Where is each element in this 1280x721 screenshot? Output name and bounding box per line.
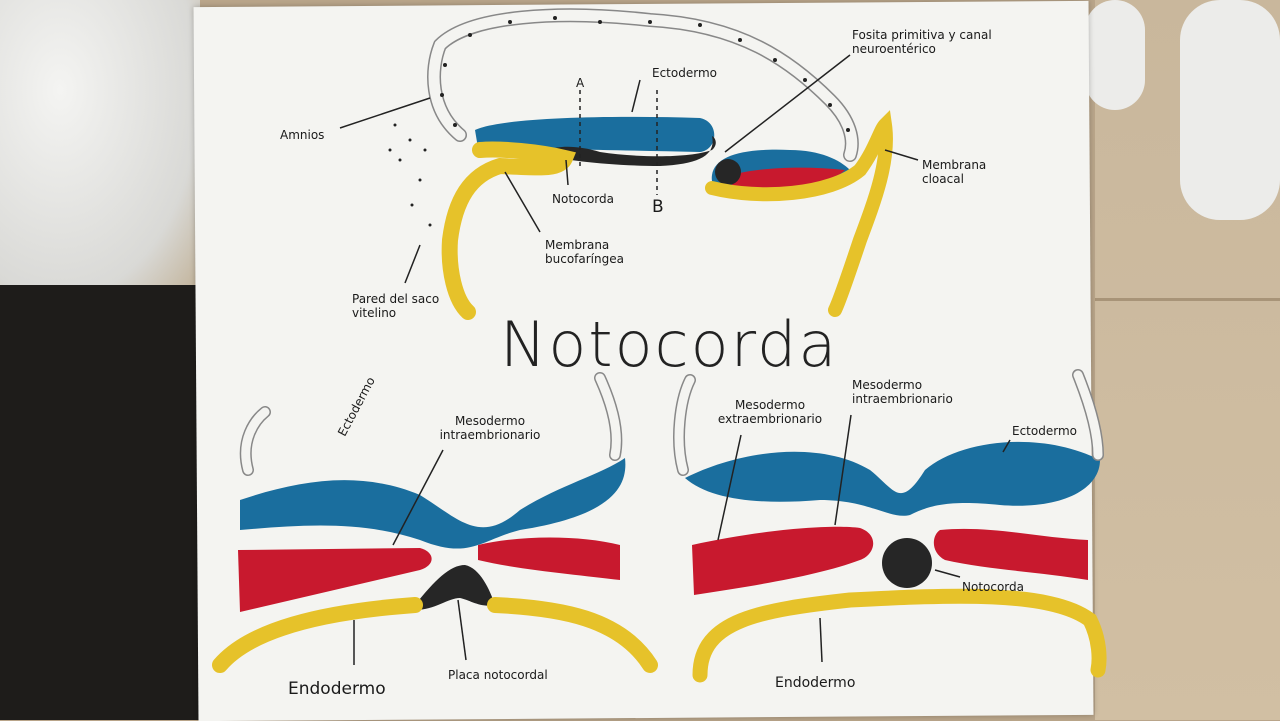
background-cloth — [0, 0, 200, 300]
label-mesodermo-intra-a: Mesodermo intraembrionario — [439, 414, 541, 442]
label-membrana-cloacal: Membrana cloacal — [922, 158, 987, 186]
label-pared-saco-vitelino: Pared del saco vitelino — [352, 292, 440, 320]
label-ectodermo-b: Ectodermo — [1012, 424, 1077, 438]
label-cut-a: A — [576, 76, 585, 90]
label-placa-notocordal: Placa notocordal — [448, 668, 548, 682]
label-mesodermo-extra-b: Mesodermo extraembrionario — [717, 398, 823, 426]
label-mesodermo-intra-b: Mesodermo intraembrionario — [852, 378, 953, 406]
label-notocorda-b: Notocorda — [962, 580, 1024, 594]
tile-grout — [1095, 298, 1280, 301]
label-cut-b: B — [652, 197, 664, 217]
label-membrana-bucofaringea: Membrana bucofaríngea — [545, 238, 624, 266]
sneaker — [1180, 0, 1280, 220]
label-ectodermo: Ectodermo — [652, 66, 717, 80]
label-fosita-primitiva: Fosita primitiva y canal neuroentérico — [852, 28, 992, 56]
label-endodermo-a: Endodermo — [288, 679, 386, 699]
poster-title: Notocorda — [500, 308, 839, 381]
label-notocorda-sagittal: Notocorda — [552, 192, 614, 206]
sneaker — [1085, 0, 1145, 110]
label-amnios: Amnios — [280, 128, 325, 142]
background-dark-fabric — [0, 285, 200, 720]
label-endodermo-b: Endodermo — [775, 675, 856, 691]
